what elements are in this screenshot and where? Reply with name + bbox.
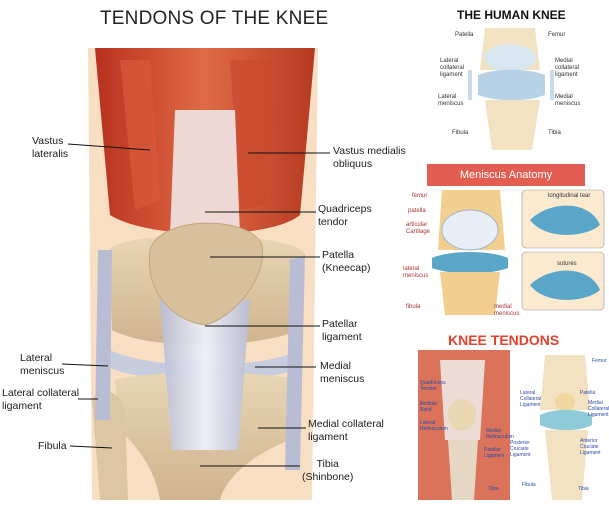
hk-label-fibula: Fibula: [452, 130, 469, 136]
ma-label-articular: articular Cartilage: [406, 222, 431, 235]
label-lateral-collateral-ligament: Lateral collateral ligament: [2, 387, 80, 412]
label-quadriceps-tendon: Quadriceps tendor: [318, 203, 372, 228]
human-knee-title: THE HUMAN KNEE: [457, 8, 566, 22]
kt-label-lateral-retinaculum: Lateral Retinaculum: [420, 420, 448, 432]
knee-tendons-figure: [418, 350, 592, 500]
meniscus-anatomy-title: Meniscus Anatomy: [427, 164, 585, 186]
label-medial-meniscus: Medial meniscus: [320, 360, 365, 385]
kt-label-medial-collateral: Medial Collateral Ligament: [588, 400, 609, 418]
human-knee-figure: [468, 28, 554, 150]
quadriceps-tendon: [170, 110, 240, 235]
label-vastus-medialis: Vastus medialis obliquus: [333, 145, 406, 170]
hk-label-patella: Patella: [455, 32, 474, 38]
kt-label-fibula: Fibula: [522, 482, 536, 488]
hk-label-lateral-meniscus: Lateral meniscus: [438, 94, 464, 107]
hk-label-lateral-collateral: Lateral collateral ligament: [440, 58, 465, 78]
kt-label-tibia-left: Tibia: [488, 486, 499, 492]
ma-label-sutures: sutures: [557, 261, 577, 267]
hk-label-medial-collateral: Medial collateral ligament: [555, 58, 580, 78]
ma-label-femur: femur: [412, 193, 428, 199]
ma-label-fibula: fibula: [406, 304, 421, 310]
kt-label-quadriceps: Quadriceps Tendon: [420, 380, 446, 392]
kt-label-tibia-right: Tibia: [578, 486, 589, 492]
hk-label-medial-meniscus: Medial meniscus: [555, 94, 581, 107]
patella: [148, 222, 264, 326]
hk-label-tibia: Tibia: [548, 130, 561, 136]
ma-label-longitudinal-tear: longitudinal tear: [548, 193, 591, 199]
ma-label-patella: patella: [408, 208, 426, 214]
kt-label-anterior-cruciate: Anterior Cruciate Ligament: [580, 438, 601, 456]
label-vastus-lateralis: Vastus lateralis: [32, 135, 69, 160]
label-fibula: Fibula: [38, 440, 67, 452]
medial-collateral-ligament: [285, 255, 305, 470]
kt-label-patella: Patella: [580, 390, 596, 396]
label-patellar-ligament: Patellar ligament: [322, 318, 362, 343]
kt-label-femur: Femur: [592, 358, 607, 364]
lateral-collateral-ligament: [95, 250, 112, 420]
hk-label-femur: Femur: [548, 32, 566, 38]
label-patella: Patella (Kneecap): [322, 249, 371, 274]
main-title: TENDONS OF THE KNEE: [100, 8, 329, 29]
label-lateral-meniscus: Lateral meniscus: [20, 352, 65, 377]
patellar-ligament: [160, 300, 250, 450]
label-medial-collateral-ligament: Medial collateral ligament: [308, 418, 384, 443]
label-tibia: Tibia (Shinbone): [302, 458, 354, 483]
ma-label-lateral-meniscus: lateral meniscus: [403, 266, 429, 279]
ma-label-medial-meniscus: medial meniscus: [494, 304, 520, 317]
kt-label-iliotibial: Iliotibial Band: [420, 401, 437, 413]
meniscus-figure: [432, 189, 605, 315]
kt-label-medial-retinaculum: Medial Retinaculum: [486, 428, 514, 440]
knee-tendons-title: KNEE TENDONS: [448, 332, 560, 348]
kt-label-lateral-collateral: Lateral Collateral Ligament: [520, 390, 542, 408]
kt-label-patellar-ligament: Patellar Ligament: [484, 447, 505, 459]
kt-label-posterior-cruciate: Posterior Cruciate Ligament: [510, 440, 531, 458]
